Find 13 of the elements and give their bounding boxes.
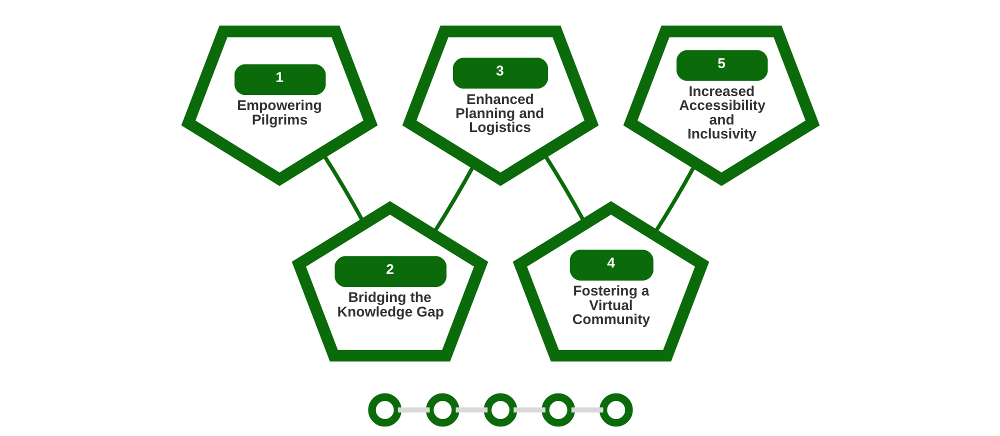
connector xyxy=(653,164,696,234)
node-circle xyxy=(598,393,632,427)
node-circle xyxy=(541,393,575,427)
connector xyxy=(322,154,364,222)
node-circle xyxy=(368,393,402,427)
connector xyxy=(455,407,488,413)
node-circle xyxy=(483,393,517,427)
connector xyxy=(570,407,603,413)
connector xyxy=(513,407,545,413)
connector xyxy=(432,164,475,234)
node-circle xyxy=(425,393,459,427)
connector xyxy=(397,407,430,413)
connector xyxy=(542,154,586,222)
